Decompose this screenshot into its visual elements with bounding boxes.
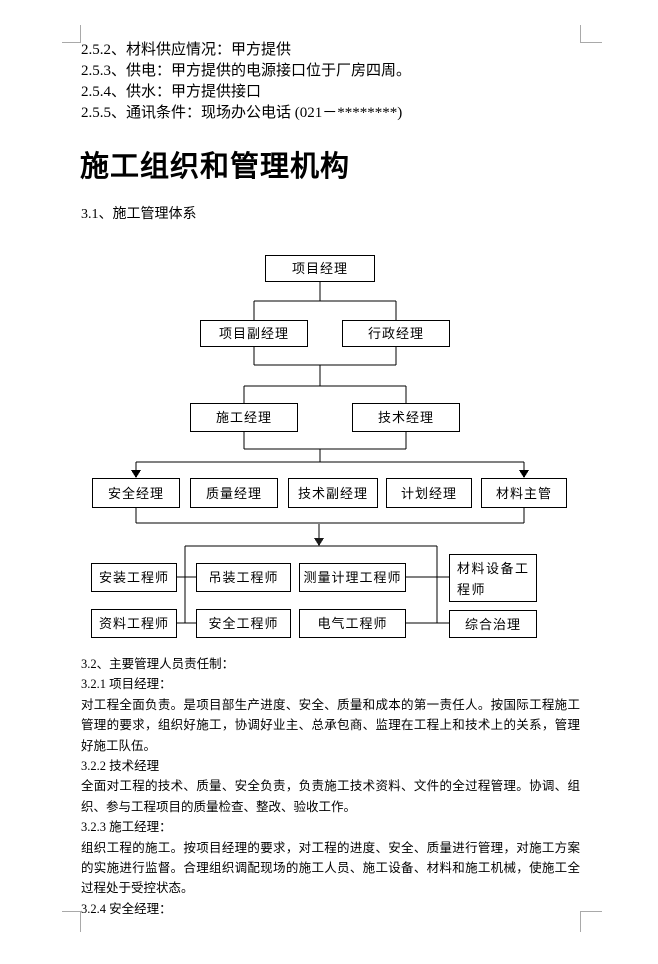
org-node-documents-engineer: 资料工程师 xyxy=(91,609,177,638)
crop-mark-top-left xyxy=(62,25,81,43)
crop-mark-bottom-right xyxy=(580,911,602,932)
org-node-construction-manager: 施工经理 xyxy=(190,403,298,432)
org-node-installation-engineer: 安装工程师 xyxy=(91,563,177,592)
org-node-quality-manager: 质量经理 xyxy=(190,478,278,508)
intro-item: 2.5.4、供水：甲方提供接口 xyxy=(81,84,262,100)
org-node-project-manager: 项目经理 xyxy=(265,255,375,282)
down-arrow-icon xyxy=(131,470,141,478)
org-node-comprehensive-governance: 综合治理 xyxy=(449,610,537,638)
intro-item: 2.5.2、材料供应情况：甲方提供 xyxy=(81,42,292,58)
crop-mark-bottom-left xyxy=(62,911,81,932)
section-3-2-1-label: 3.2.1 项目经理： xyxy=(81,677,172,692)
org-node-safety-manager: 安全经理 xyxy=(92,478,180,508)
intro-list: 2.5.2、材料供应情况：甲方提供 2.5.3、供电：甲方提供的电源接口位于厂房… xyxy=(81,40,581,124)
section-3-2-label: 3.2、主要管理人员责任制： xyxy=(81,657,235,671)
intro-item: 2.5.3、供电：甲方提供的电源接口位于厂房四周。 xyxy=(81,63,412,79)
org-node-hoisting-engineer: 吊装工程师 xyxy=(196,563,291,592)
section-3-1-label: 3.1、施工管理体系 xyxy=(81,207,197,222)
org-node-survey-metering-engineer: 测量计理工程师 xyxy=(299,563,406,592)
technical-manager-duties: 全面对工程的技术、质量、安全负责，负责施工技术资料、文件的全过程管理。协调、组织… xyxy=(81,779,580,814)
org-node-planning-manager: 计划经理 xyxy=(386,478,472,508)
org-node-safety-engineer: 安全工程师 xyxy=(196,609,291,638)
responsibility-section: 3.2、主要管理人员责任制： 3.2.1 项目经理： 对工程全面负责。是项目部生… xyxy=(81,654,580,919)
down-arrow-icon xyxy=(314,538,324,546)
org-node-admin-manager: 行政经理 xyxy=(342,320,450,347)
org-node-materials-supervisor: 材料主管 xyxy=(481,478,567,508)
intro-item: 2.5.5、通讯条件：现场办公电话 (021－********) xyxy=(81,105,403,121)
section-3-2-2-label: 3.2.2 技术经理 xyxy=(81,759,160,774)
org-node-deputy-project-manager: 项目副经理 xyxy=(200,320,308,347)
project-manager-duties: 对工程全面负责。是项目部生产进度、安全、质量和成本的第一责任人。按国际工程施工管… xyxy=(81,697,580,753)
section-3-2-4-label: 3.2.4 安全经理： xyxy=(81,901,172,916)
crop-mark-top-right xyxy=(580,25,602,43)
org-node-materials-equipment-engineer: 材料设备工程师 xyxy=(449,554,537,602)
construction-manager-duties: 组织工程的施工。按项目经理的要求，对工程的进度、安全、质量进行管理，对施工方案的… xyxy=(81,840,580,896)
org-node-electrical-engineer: 电气工程师 xyxy=(299,609,406,638)
org-node-technical-deputy-manager: 技术副经理 xyxy=(288,478,378,508)
section-3-2-3-label: 3.2.3 施工经理： xyxy=(81,820,172,835)
org-node-technical-manager: 技术经理 xyxy=(352,403,460,432)
chapter-heading: 施工组织和管理机构 xyxy=(80,151,351,183)
down-arrow-icon xyxy=(519,470,529,478)
